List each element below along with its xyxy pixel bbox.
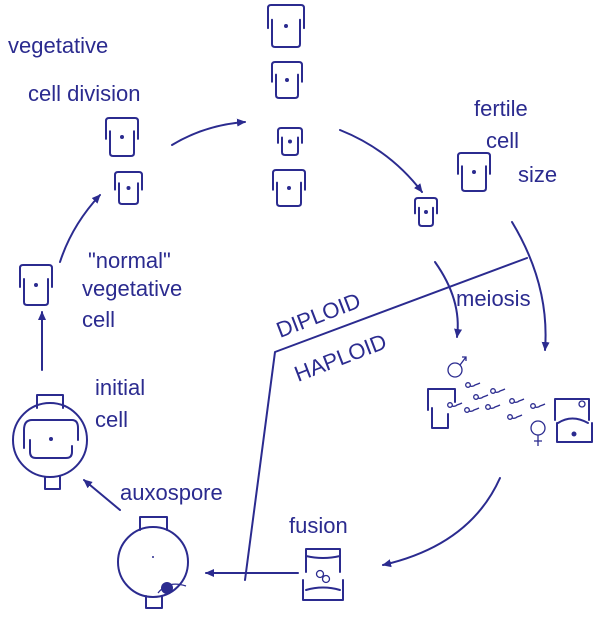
arrow-division-to-column [171,118,246,146]
fertile-size-label: size [518,162,557,187]
frustule-epitheca [105,117,139,140]
nucleus-dot [424,210,428,214]
frustule-hypotheca [418,206,434,227]
fertile-cell-label: cell [486,128,519,153]
haploid-label: HAPLOID [291,329,390,387]
initial-label: initial [95,375,145,400]
dividing-cell-2 [271,61,303,99]
normal-vegetative-cell [19,264,53,306]
vegetative-label: vegetative [8,33,108,58]
auxospore-label: auxospore [120,480,223,505]
frustule-epitheca [414,197,438,215]
fusion-label: fusion [289,513,348,538]
nucleus-dot [120,135,124,139]
diploid-haploid-boundary-line [244,257,528,581]
arrow-gametes-to-fusion [382,477,501,568]
division-cell-large [105,117,139,157]
auxospore-cell [117,516,189,609]
dividing-cell-4 [272,169,306,207]
nucleus-dot [126,186,131,190]
nucleus-dot [287,186,291,190]
fertile-cell-small [414,197,438,227]
normal-cell-label: cell [82,307,115,332]
arrow-meiosis-left [434,261,463,338]
female-symbol-icon [530,420,546,446]
sperm-cell [490,388,506,394]
cell-division-label: cell division [28,81,141,106]
normal-vegetative-label: vegetative [82,276,182,301]
dividing-cell-1 [267,4,305,48]
initial-cell [12,394,88,490]
female-gametangium-cell [554,398,593,443]
frustule-epitheca [267,4,305,30]
arrow-column-to-fertile [339,129,423,193]
frustule-epitheca [271,61,303,83]
frustule-hypotheca [109,130,135,157]
male-gametangium-cell [427,388,456,429]
meiosis-label: meiosis [456,286,531,311]
sperm-cell [530,403,546,409]
sperm-cell [507,414,523,420]
frustule-hypotheca [461,165,487,192]
cycle-arrows [38,118,550,577]
frustule-hypotheca [275,73,299,99]
frustule-epitheca [114,171,143,191]
frustule-hypotheca [23,278,49,306]
frustule-hypotheca [118,182,139,205]
sperm-cell [464,407,480,413]
male-symbol-icon [447,356,467,378]
arrow-normal-to-division [59,194,101,263]
fertile-cell-large [457,152,491,192]
diploid-label: DIPLOID [273,288,364,343]
fertile-label: fertile [474,96,528,121]
frustule-epitheca [19,264,53,288]
sperm-cell [485,404,501,410]
frustule-epitheca [457,152,491,175]
nucleus-dot [285,78,289,82]
nucleus-dot [284,24,288,28]
sperm-cell [509,398,525,404]
nucleus-dot [472,170,476,174]
sperm-cell [447,402,463,408]
division-cell-small [114,171,143,205]
frustule-hypotheca [271,18,301,48]
normal-label: "normal" [88,248,171,273]
sperm-cell [473,394,489,400]
initial-cell-label: cell [95,407,128,432]
dividing-cell-3 [277,127,303,156]
frustule-hypotheca [276,181,302,207]
sperm-cell [465,382,481,388]
fusion-zygote-cell [302,548,344,601]
arrow-meiosis-right [511,221,550,351]
frustule-epitheca [277,127,303,144]
frustule-hypotheca [281,136,299,156]
nucleus-dot [288,139,292,144]
nucleus-dot [34,283,38,287]
frustule-epitheca [272,169,306,191]
arrow-auxospore-to-initial [83,479,121,511]
